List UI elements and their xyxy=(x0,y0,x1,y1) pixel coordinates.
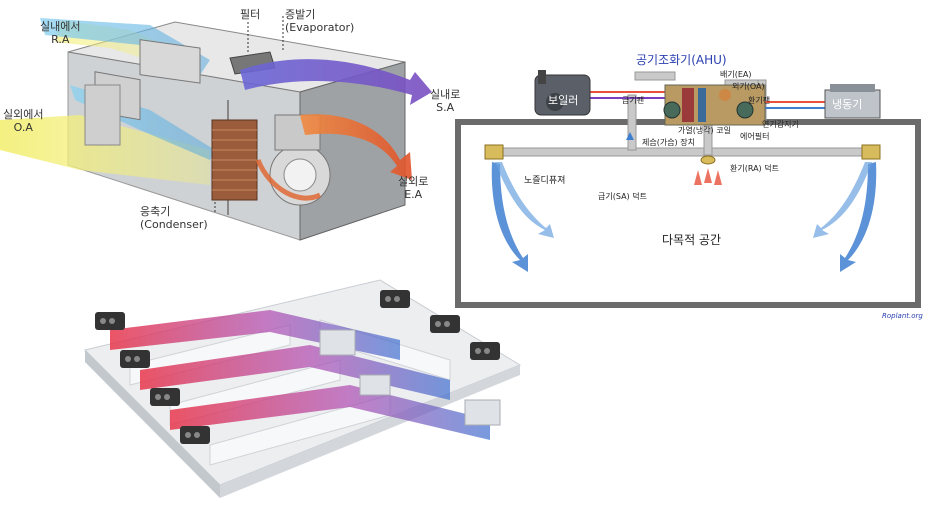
duct-top-loop xyxy=(634,71,676,81)
outdoor-out-line2: E.A xyxy=(404,188,423,201)
condenser-line2: (Condenser) xyxy=(140,218,208,231)
label-heat-coil: 가열(냉각) 코일 xyxy=(678,126,731,135)
return-air-arrows xyxy=(694,168,722,185)
indoor-in-line2: R.A xyxy=(51,33,70,46)
ahu-cutaway-diagram xyxy=(0,16,432,241)
supply-duct xyxy=(494,147,871,157)
label-exhaust: 배기(EA) xyxy=(720,70,752,79)
duct-vertical-left xyxy=(627,94,637,151)
building-3d-airflow-render xyxy=(84,279,522,498)
label-supply-fan: 급기팬 xyxy=(622,96,645,105)
supply-air-arrow xyxy=(240,59,432,105)
airflow-left-arrow xyxy=(491,162,528,272)
label-chiller: 냉동기 xyxy=(832,98,863,111)
label-indoor-out: 실내로 S.A xyxy=(430,88,460,114)
exhaust-swirl xyxy=(255,159,322,201)
credit: Roplant.org xyxy=(882,312,923,320)
label-filter: 필터 xyxy=(240,8,261,21)
label-outdoor-in: 실외에서 O.A xyxy=(3,108,43,134)
label-humidifier: 제습(가습) 장치 xyxy=(642,138,695,147)
label-ahu: 공기조화기(AHU) xyxy=(636,53,727,67)
ahu-unit xyxy=(663,84,766,126)
floor-edge-left xyxy=(85,350,220,498)
label-outdoor-out: 실외로 E.A xyxy=(398,175,428,201)
label-space: 다목적 공간 xyxy=(662,233,722,247)
label-air-filter: 에어필터 xyxy=(740,132,770,141)
indoor-out-line1: 실내로 xyxy=(430,88,461,101)
supply-down-arrow xyxy=(626,132,634,140)
chiller-unit xyxy=(824,84,881,119)
label-diffuser: 노즐디퓨져 xyxy=(524,176,566,186)
airflow-band-2 xyxy=(140,345,450,400)
label-outside-air: 외기(OA) xyxy=(732,82,765,91)
diffuser-right xyxy=(861,144,881,160)
condenser-line1: 응축기 xyxy=(140,205,171,218)
return-air-flow xyxy=(40,18,210,75)
return-grille xyxy=(700,155,716,165)
airflow-left-arrow-2 xyxy=(495,162,554,238)
airflow-right-arrow xyxy=(840,162,877,272)
filter-panels xyxy=(84,39,201,146)
system-schematic xyxy=(455,70,921,308)
label-evaporator: 증발기 (Evaporator) xyxy=(285,8,354,34)
fan-grilles xyxy=(100,296,490,438)
airflow-right-arrow-2 xyxy=(813,162,872,238)
airflow-band-1 xyxy=(110,310,400,360)
label-return-fan: 환기팬 xyxy=(748,96,771,105)
label-supply-duct: 급기(SA) 덕트 xyxy=(598,192,647,201)
outside-air-flow xyxy=(0,115,210,185)
diffuser-left xyxy=(484,144,504,160)
label-indoor-in: 실내에서 R.A xyxy=(40,20,80,46)
label-return-duct: 환기(RA) 덕트 xyxy=(730,164,779,173)
label-condenser: 응축기 (Condenser) xyxy=(140,205,208,231)
airflow-band-3 xyxy=(170,385,490,440)
boiler-unit xyxy=(534,70,591,116)
condenser-coil xyxy=(211,119,258,201)
evaporator-line2: (Evaporator) xyxy=(285,21,355,34)
outdoor-out-line1: 실외로 xyxy=(398,175,429,188)
label-damper: 연기감지기 xyxy=(762,120,799,129)
outdoor-in-line2: O.A xyxy=(13,121,33,134)
label-boiler: 보일러 xyxy=(548,94,579,107)
exhaust-air-arrow xyxy=(300,114,412,180)
outdoor-in-line1: 실외에서 xyxy=(3,108,44,121)
indoor-out-line2: S.A xyxy=(436,101,455,114)
equipment xyxy=(319,329,501,426)
evaporator-line1: 증발기 xyxy=(285,8,316,21)
indoor-in-line1: 실내에서 xyxy=(40,20,81,33)
